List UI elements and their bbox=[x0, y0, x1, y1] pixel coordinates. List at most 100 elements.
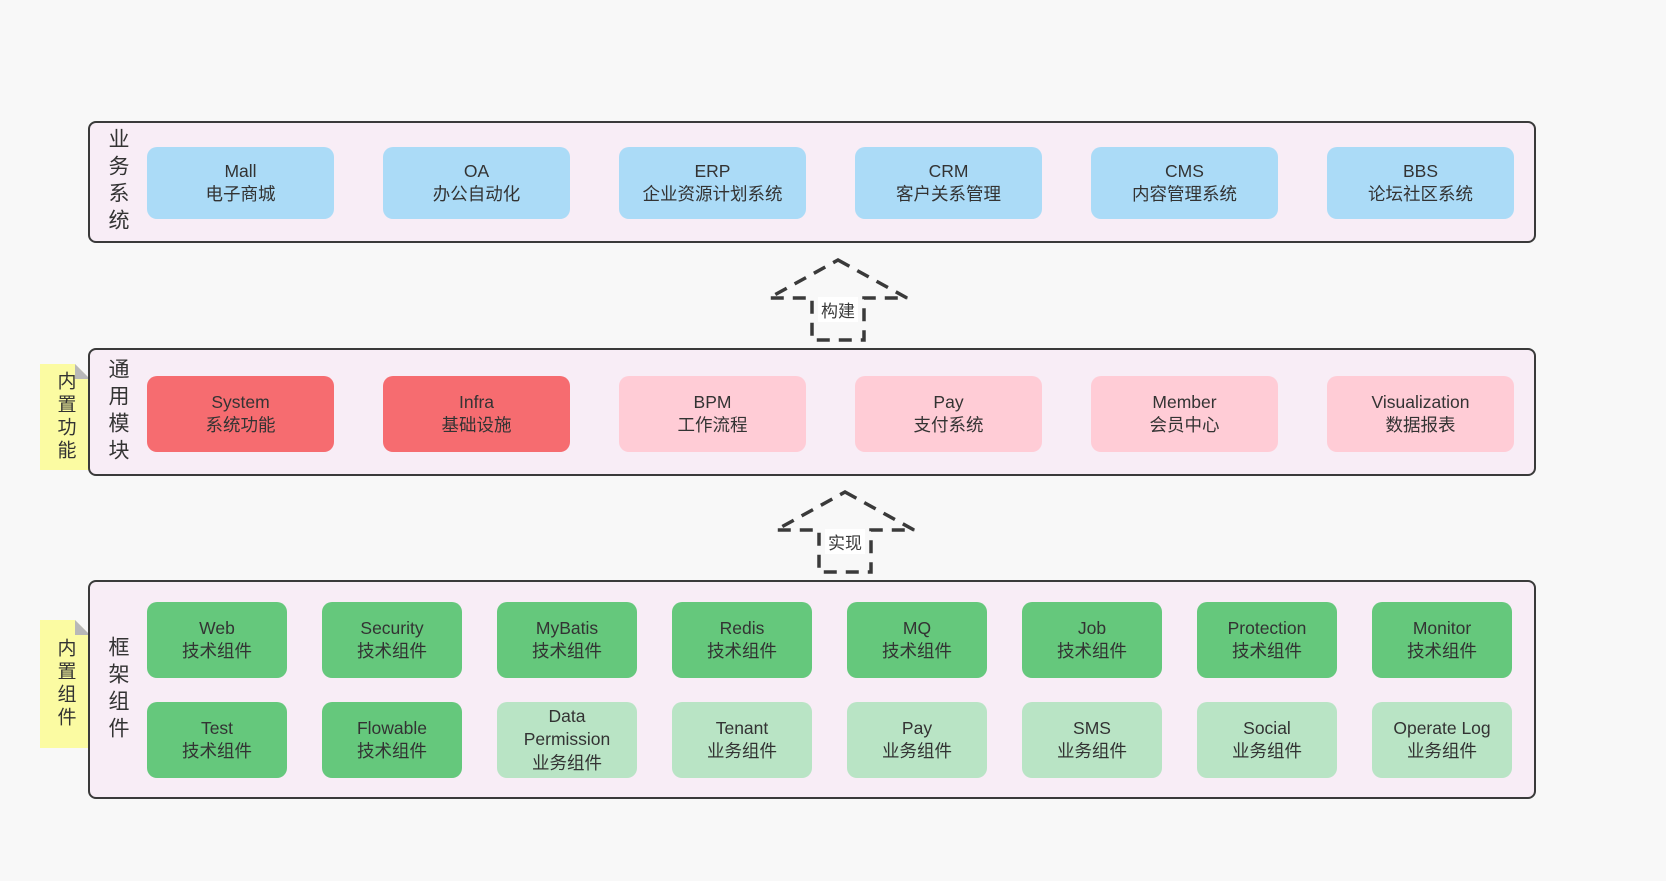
box-title: Flowable bbox=[356, 717, 428, 738]
box-subtitle: 办公自动化 bbox=[432, 184, 521, 204]
box-social: Social 业务组件 bbox=[1197, 702, 1337, 778]
sticky-note-built-in-features: 内置功能 bbox=[40, 364, 90, 470]
box-title: Member bbox=[1152, 391, 1217, 412]
box-title: Job bbox=[1077, 617, 1107, 638]
box-subtitle: 技术组件 bbox=[357, 741, 427, 761]
box-subtitle: 内容管理系统 bbox=[1132, 184, 1237, 204]
box-mall: Mall 电子商城 bbox=[147, 147, 334, 219]
box-title: Monitor bbox=[1412, 617, 1472, 638]
box-subtitle: 客户关系管理 bbox=[896, 184, 1001, 204]
box-web: Web 技术组件 bbox=[147, 602, 287, 678]
box-title: Redis bbox=[719, 617, 765, 638]
box-pay-business: Pay 业务组件 bbox=[847, 702, 987, 778]
box-title: SMS bbox=[1073, 717, 1111, 738]
box-subtitle: 技术组件 bbox=[1232, 641, 1302, 661]
box-monitor: Monitor 技术组件 bbox=[1372, 602, 1512, 678]
box-bpm: BPM 工作流程 bbox=[619, 376, 806, 452]
up-arrow-icon bbox=[775, 490, 915, 574]
layer-framework-components: 框架组件 Web 技术组件 Security 技术组件 MyBatis 技术组件… bbox=[88, 580, 1536, 799]
box-subtitle: 工作流程 bbox=[677, 415, 748, 435]
box-subtitle: 系统功能 bbox=[205, 415, 276, 435]
box-title: MyBatis bbox=[535, 617, 599, 638]
box-subtitle: 业务组件 bbox=[1057, 741, 1127, 761]
box-visualization: Visualization 数据报表 bbox=[1327, 376, 1514, 452]
box-job: Job 技术组件 bbox=[1022, 602, 1162, 678]
box-title: Infra bbox=[458, 391, 495, 412]
box-mq: MQ 技术组件 bbox=[847, 602, 987, 678]
up-arrow-icon bbox=[768, 258, 908, 342]
box-system: System 系统功能 bbox=[147, 376, 334, 452]
box-security: Security 技术组件 bbox=[322, 602, 462, 678]
layer-label-business-systems: 业务系统 bbox=[106, 128, 129, 236]
box-subtitle: 支付系统 bbox=[913, 415, 984, 435]
box-bbs: BBS 论坛社区系统 bbox=[1327, 147, 1514, 219]
sticky-note-built-in-components: 内置组件 bbox=[40, 620, 90, 748]
box-mybatis: MyBatis 技术组件 bbox=[497, 602, 637, 678]
box-pay-module: Pay 支付系统 bbox=[855, 376, 1042, 452]
box-erp: ERP 企业资源计划系统 bbox=[619, 147, 806, 219]
box-subtitle: 业务组件 bbox=[1232, 741, 1302, 761]
arrow-implement-label: 实现 bbox=[825, 529, 865, 554]
box-title: Visualization bbox=[1371, 391, 1470, 412]
box-title: Security bbox=[360, 617, 424, 638]
box-title: Social bbox=[1243, 717, 1291, 738]
box-subtitle: 业务组件 bbox=[1407, 741, 1477, 761]
box-subtitle: 会员中心 bbox=[1149, 415, 1220, 435]
box-subtitle: 技术组件 bbox=[182, 641, 252, 661]
box-tenant: Tenant 业务组件 bbox=[672, 702, 812, 778]
box-operate-log: Operate Log 业务组件 bbox=[1372, 702, 1512, 778]
box-title: Data Permission bbox=[523, 706, 611, 750]
box-title: Operate Log bbox=[1393, 717, 1491, 738]
arrow-build: 构建 bbox=[765, 257, 911, 343]
box-redis: Redis 技术组件 bbox=[672, 602, 812, 678]
box-subtitle: 技术组件 bbox=[357, 641, 427, 661]
layer-label-common-modules: 通用模块 bbox=[106, 358, 129, 466]
box-title: BBS bbox=[1402, 160, 1439, 181]
box-subtitle: 业务组件 bbox=[532, 752, 602, 773]
sticky-note-label: 内置组件 bbox=[54, 638, 76, 730]
box-subtitle: 业务组件 bbox=[707, 741, 777, 761]
box-title: Pay bbox=[901, 717, 933, 738]
box-flowable: Flowable 技术组件 bbox=[322, 702, 462, 778]
box-subtitle: 论坛社区系统 bbox=[1368, 184, 1473, 204]
box-title: ERP bbox=[694, 160, 731, 181]
box-subtitle: 数据报表 bbox=[1385, 415, 1456, 435]
box-data-permission: Data Permission 业务组件 bbox=[497, 702, 637, 778]
box-title: BPM bbox=[693, 391, 732, 412]
box-title: Mall bbox=[224, 160, 257, 181]
layer-label-framework-components: 框架组件 bbox=[106, 635, 129, 744]
box-subtitle: 电子商城 bbox=[205, 184, 276, 204]
box-title: System bbox=[211, 391, 270, 412]
box-cms: CMS 内容管理系统 bbox=[1091, 147, 1278, 219]
box-subtitle: 基础设施 bbox=[441, 415, 512, 435]
box-title: OA bbox=[463, 160, 490, 181]
box-subtitle: 技术组件 bbox=[182, 741, 252, 761]
box-protection: Protection 技术组件 bbox=[1197, 602, 1337, 678]
box-subtitle: 企业资源计划系统 bbox=[642, 184, 783, 204]
arrow-build-label: 构建 bbox=[818, 297, 858, 322]
layer-business-systems: 业务系统 Mall 电子商城 OA 办公自动化 ERP 企业资源计划系统 CRM… bbox=[88, 121, 1536, 243]
box-title: Web bbox=[199, 617, 235, 638]
box-title: CMS bbox=[1165, 160, 1204, 181]
box-subtitle: 技术组件 bbox=[532, 641, 602, 661]
box-subtitle: 技术组件 bbox=[707, 641, 777, 661]
box-infra: Infra 基础设施 bbox=[383, 376, 570, 452]
box-crm: CRM 客户关系管理 bbox=[855, 147, 1042, 219]
box-title: Tenant bbox=[715, 717, 769, 738]
layer-common-modules: 通用模块 System 系统功能 Infra 基础设施 BPM 工作流程 Pay… bbox=[88, 348, 1536, 476]
arrow-implement: 实现 bbox=[772, 489, 918, 575]
sticky-note-label: 内置功能 bbox=[54, 371, 76, 463]
box-title: Pay bbox=[933, 391, 964, 412]
box-title: Test bbox=[200, 717, 234, 738]
box-sms: SMS 业务组件 bbox=[1022, 702, 1162, 778]
box-test: Test 技术组件 bbox=[147, 702, 287, 778]
box-oa: OA 办公自动化 bbox=[383, 147, 570, 219]
box-title: Protection bbox=[1227, 617, 1307, 638]
box-title: CRM bbox=[928, 160, 969, 181]
box-subtitle: 技术组件 bbox=[1057, 641, 1127, 661]
box-subtitle: 技术组件 bbox=[882, 641, 952, 661]
box-member: Member 会员中心 bbox=[1091, 376, 1278, 452]
box-subtitle: 技术组件 bbox=[1407, 641, 1477, 661]
box-subtitle: 业务组件 bbox=[882, 741, 952, 761]
